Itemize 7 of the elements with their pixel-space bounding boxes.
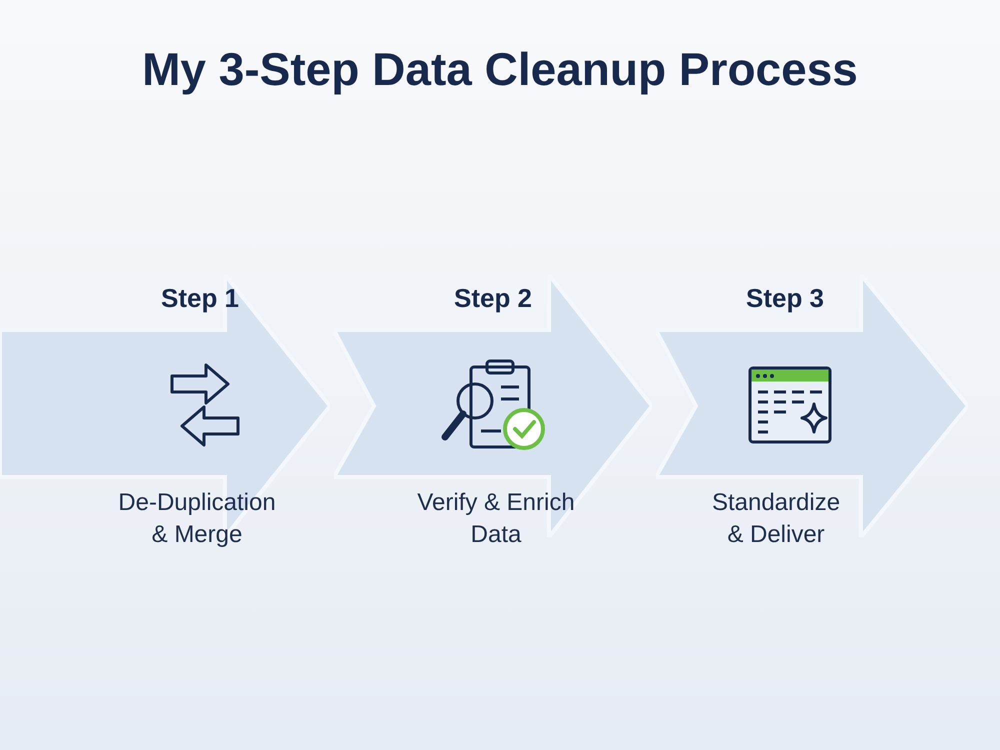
step-heading: Step 2 bbox=[454, 283, 532, 314]
step-heading: Step 1 bbox=[160, 283, 240, 314]
step-description: De-Duplication & Merge bbox=[117, 488, 277, 550]
title: My 3-Step Data Cleanup Process bbox=[141, 42, 859, 96]
step-heading: Step 3 bbox=[746, 283, 824, 314]
step-description: Standardize & Deliver bbox=[710, 488, 842, 550]
step-description: Verify & Enrich Data bbox=[416, 488, 576, 550]
